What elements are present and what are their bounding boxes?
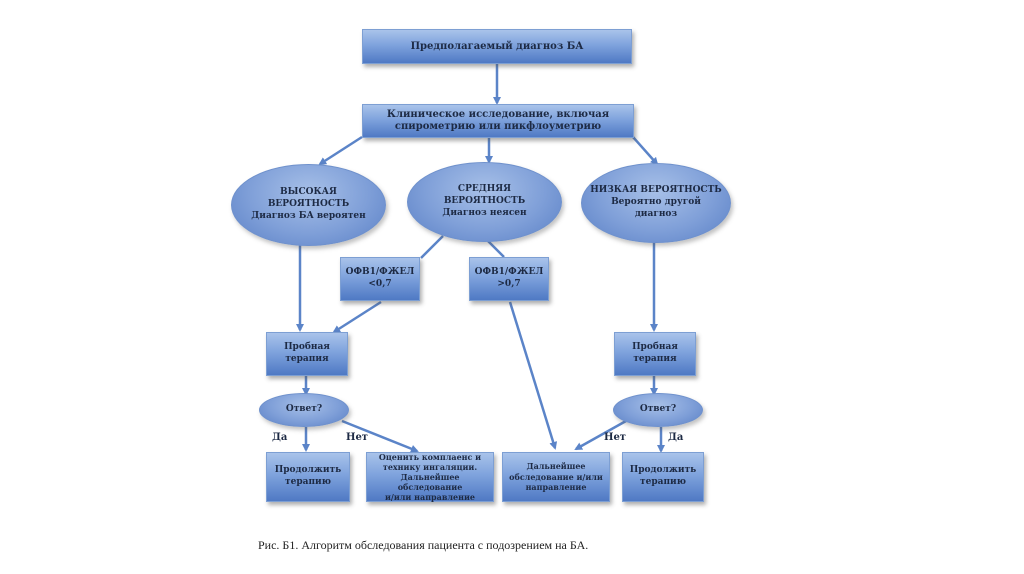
node-response-left: Ответ? <box>259 393 349 427</box>
arrow-response-left-no <box>341 419 419 453</box>
node-continue-therapy-right: Продолжить терапию <box>622 452 704 502</box>
node-further-investigation: Дальнейшее обследование и/или направлени… <box>502 452 610 502</box>
node-response-right: Ответ? <box>613 393 703 427</box>
edge-label-yes-right: Да <box>668 432 684 443</box>
arrow-response-right-no <box>574 419 627 451</box>
edge-label-yes-left: Да <box>272 432 288 443</box>
node-trial-therapy-left: Пробная терапия <box>266 332 348 376</box>
edge-label-no-left: Нет <box>346 432 369 443</box>
arrow-clinical-to-low <box>632 136 659 166</box>
figure-caption: Рис. Б1. Алгоритм обследования пациента … <box>258 538 589 552</box>
arrow-clinical-to-high <box>318 135 363 166</box>
node-fev-ratio-low: ОФВ1/ФЖЕЛ <0,7 <box>340 257 420 301</box>
arrow-fev-low-to-trial <box>332 300 382 334</box>
node-medium-probability: СРЕДНЯЯ ВЕРОЯТНОСТЬ Диагноз неясен <box>407 162 562 242</box>
node-suspected-diagnosis: Предполагаемый диагноз БА <box>362 29 632 64</box>
node-assess-compliance: Оценить комплаенс и технику ингаляции. Д… <box>366 452 494 502</box>
node-trial-therapy-right: Пробная терапия <box>614 332 696 376</box>
node-fev-ratio-high: ОФВ1/ФЖЕЛ >0,7 <box>469 257 549 301</box>
line-medium-to-fev-high <box>485 238 505 258</box>
node-continue-therapy-left: Продолжить терапию <box>266 452 350 502</box>
node-clinical-examination: Клиническое исследование, включая спиром… <box>362 104 634 138</box>
node-low-probability: НИЗКАЯ ВЕРОЯТНОСТЬ Вероятно другой диагн… <box>581 163 731 243</box>
node-high-probability: ВЫСОКАЯ ВЕРОЯТНОСТЬ Диагноз БА вероятен <box>231 164 386 246</box>
edge-label-no-right: Нет <box>604 432 627 443</box>
arrow-fev-high-to-further <box>508 301 558 450</box>
line-medium-to-fev-low <box>420 235 444 259</box>
